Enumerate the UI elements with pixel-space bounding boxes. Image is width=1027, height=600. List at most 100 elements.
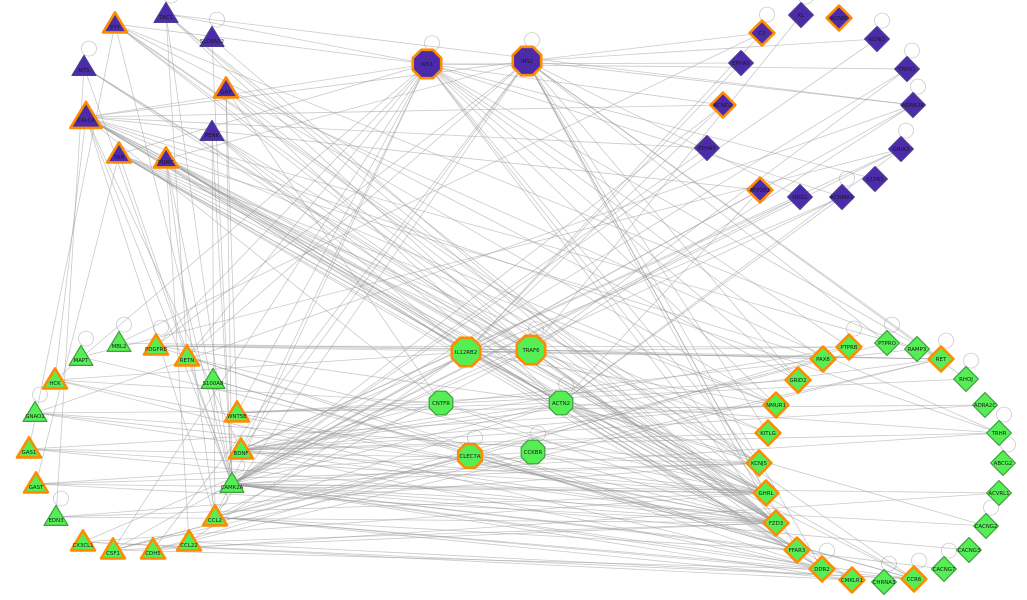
node-TRPV1[interactable] [893,55,921,83]
node-FZD3[interactable] [762,509,790,537]
node-PENK[interactable] [199,119,225,141]
node-IL12RB2[interactable] [450,336,482,368]
node-MBL2[interactable] [106,330,132,352]
node-GRIA3[interactable] [887,136,915,162]
node-KITLG[interactable] [754,419,782,447]
edge-BDNF-NRG1 [240,196,801,451]
edge-PDGFRB-DDR2 [155,345,823,570]
node-S1PR1[interactable] [861,166,889,192]
node-ADRA2C[interactable] [971,392,999,418]
node-GAST[interactable] [22,471,50,494]
node-RETN[interactable] [173,344,201,367]
edge-CAMK2A-KCND2 [231,104,724,485]
node-TRH[interactable] [105,141,133,164]
self-loop-RET [938,332,954,349]
edge-TAC1-GHRL [165,13,767,494]
edge-RETN-GHRL [186,356,767,494]
node-CCR6[interactable] [900,565,928,593]
node-ADRA2A[interactable] [899,91,927,119]
edge-NTS-TRAF6 [83,66,532,351]
node-label-KCNJ5: KCNJ5 [751,461,767,467]
node-label-CDH5: CDH5 [145,551,160,557]
node-NRG1[interactable] [786,184,814,210]
node-TAC1[interactable] [153,1,179,23]
node-ACTN2[interactable] [548,390,574,416]
node-SLC6A12[interactable] [199,25,225,48]
node-CHRNA3[interactable] [870,568,898,596]
edge-TAC1-RETN [165,13,188,358]
node-MAPT[interactable] [68,344,94,366]
node-GNAO1[interactable] [22,400,48,422]
node-CACNG2[interactable] [972,512,1000,540]
node-IRS1[interactable] [411,48,443,80]
node-CCL2[interactable] [201,504,229,527]
node-KCNJ5[interactable] [745,449,773,477]
node-CMKLR1[interactable] [838,566,866,594]
node-CSF1[interactable] [99,537,127,560]
edge-TRH-GAST [35,153,120,485]
edge-BDNF-TRHR [240,432,1000,451]
node-CX3CL1[interactable] [69,529,97,552]
node-CAMK2A[interactable] [219,471,245,493]
node-PTPRO[interactable] [873,330,901,356]
node-RET[interactable] [927,345,955,373]
node-GHRL[interactable] [752,479,780,507]
node-ATP2B2[interactable] [746,176,774,204]
node-NMUR1[interactable] [762,391,790,419]
edge-GRP-ACTN2 [225,88,562,404]
node-EPHA7[interactable] [693,135,721,161]
node-GAS1[interactable] [15,436,43,459]
node-NTS[interactable] [71,54,97,77]
node-label-TAC1: TAC1 [158,15,173,21]
node-label-ADRA2C: ADRA2C [974,403,996,409]
node-HCK[interactable] [41,367,69,390]
node-TRAF6[interactable] [515,334,547,366]
node-label-TRH: TRH [112,155,124,161]
node-PAX8[interactable] [809,345,837,373]
node-CDH5[interactable] [139,537,167,560]
node-label-S100A8: S100A8 [203,381,224,387]
edge-IRS1-PDGFRB [155,63,428,347]
node-KCNJ3[interactable] [863,26,891,53]
node-FFAR3[interactable] [783,536,811,564]
node-EDN3[interactable] [43,504,69,527]
node-RHOJ[interactable] [952,366,980,392]
node-CACNG3[interactable] [955,536,983,564]
node-WNT5B[interactable] [223,400,251,423]
node-KCNMA1[interactable] [828,184,856,210]
node-label-GHRL: GHRL [759,491,774,497]
node-KL[interactable] [787,1,815,28]
edge-MBL2-C3 [118,32,763,344]
node-RAMP3[interactable] [903,336,931,362]
node-label-GRID2: GRID2 [789,378,806,384]
edge-CAMK2A-CACNG7 [231,483,945,570]
node-CACNG7[interactable] [930,555,958,583]
node-CNTFR[interactable] [428,390,454,416]
node-PYY[interactable] [101,11,129,34]
node-GRID2[interactable] [784,366,812,394]
node-CCL22[interactable] [175,529,203,552]
node-CCKBR[interactable] [520,439,546,465]
node-TRHR[interactable] [985,420,1013,446]
node-PTPRB[interactable] [835,333,863,361]
node-BDNF[interactable] [227,437,255,460]
node-IRS2[interactable] [511,45,543,77]
node-CALCA[interactable] [69,100,103,130]
node-GRP[interactable] [212,76,240,99]
edge-NTS-GHRL [83,66,767,494]
node-ACVRL1[interactable] [985,480,1013,506]
node-PDGFRB[interactable] [142,333,170,356]
edge-IRS1-EPHA5 [426,62,742,65]
edge-IRS1-FZD3 [426,63,777,524]
node-EPHA5[interactable] [727,49,755,77]
node-POMC[interactable] [152,146,180,169]
node-C3[interactable] [748,19,776,47]
node-DDR2[interactable] [808,555,836,583]
node-ABCG2[interactable] [989,450,1017,476]
edge-CALCA-TRAF6 [85,116,532,351]
node-KCNJ6[interactable] [825,4,853,32]
node-KCND2[interactable] [709,91,737,119]
node-S100A8[interactable] [200,367,226,389]
node-CLEC7A[interactable] [456,442,484,470]
